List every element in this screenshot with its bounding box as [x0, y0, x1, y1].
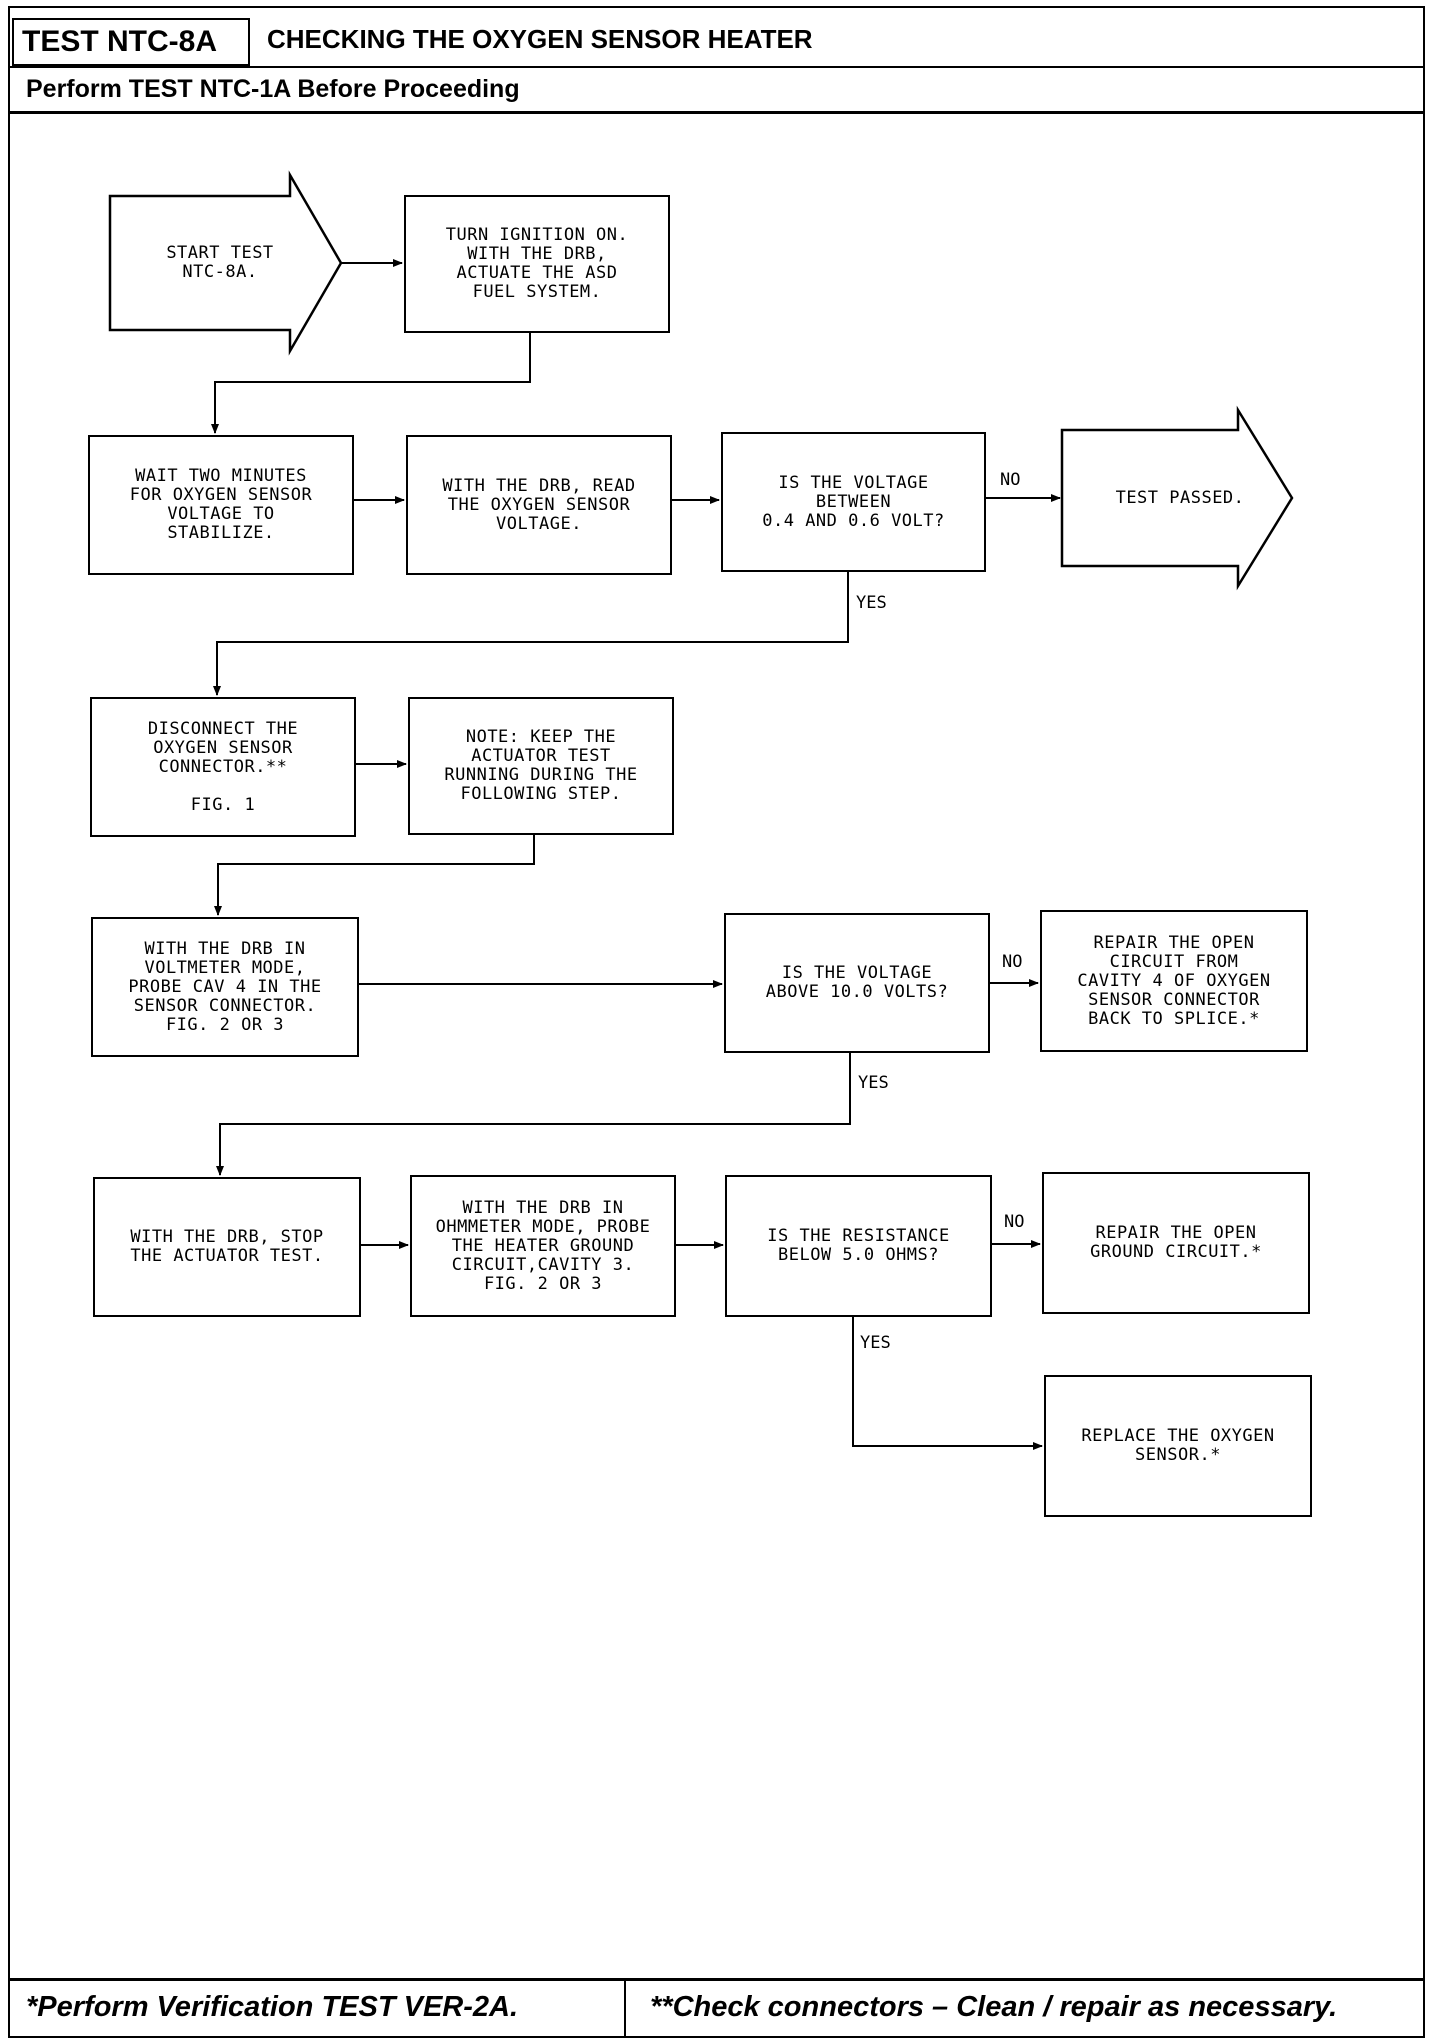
no-label-2: NO: [1002, 952, 1023, 972]
yes-label-2: YES: [858, 1073, 889, 1093]
stop-actuator-label: WITH THE DRB, STOP THE ACTUATOR TEST.: [130, 1227, 324, 1266]
disconnect-step-box: DISCONNECT THE OXYGEN SENSOR CONNECTOR.*…: [90, 697, 356, 837]
replace-sensor-label: REPLACE THE OXYGEN SENSOR.*: [1081, 1426, 1275, 1465]
passed-arrow-shape: [1060, 405, 1294, 591]
footnote-verification: *Perform Verification TEST VER-2A.: [26, 1991, 519, 2023]
repair-cavity4-box: REPAIR THE OPEN CIRCUIT FROM CAVITY 4 OF…: [1040, 910, 1308, 1052]
repair-cavity4-label: REPAIR THE OPEN CIRCUIT FROM CAVITY 4 OF…: [1077, 932, 1271, 1029]
start-test-node: START TEST NTC-8A.: [135, 230, 305, 296]
test-passed-node: TEST PASSED.: [1080, 478, 1280, 518]
wait-step-box: WAIT TWO MINUTES FOR OXYGEN SENSOR VOLTA…: [88, 435, 354, 575]
prerequisite-note: Perform TEST NTC-1A Before Proceeding: [10, 68, 1423, 114]
ohmmeter-step-box: WITH THE DRB IN OHMMETER MODE, PROBE THE…: [410, 1175, 676, 1317]
no-label-1: NO: [1000, 470, 1021, 490]
test-title: CHECKING THE OXYGEN SENSOR HEATER: [267, 24, 813, 54]
footer-divider: [624, 1981, 626, 2036]
footnote-connectors: **Check connectors – Clean / repair as n…: [650, 1991, 1338, 2023]
probe-cav4-label: WITH THE DRB IN VOLTMETER MODE, PROBE CA…: [128, 938, 322, 1035]
voltage-range-question-label: IS THE VOLTAGE BETWEEN 0.4 AND 0.6 VOLT?: [762, 472, 945, 531]
note-keep-label: NOTE: KEEP THE ACTUATOR TEST RUNNING DUR…: [444, 727, 638, 804]
ignition-step-box: TURN IGNITION ON. WITH THE DRB, ACTUATE …: [404, 195, 670, 333]
probe-cav4-box: WITH THE DRB IN VOLTMETER MODE, PROBE CA…: [91, 917, 359, 1057]
disconnect-step-label: DISCONNECT THE OXYGEN SENSOR CONNECTOR.*…: [147, 718, 299, 815]
test-passed-label: TEST PASSED.: [1115, 487, 1245, 508]
voltage-above-question-label: IS THE VOLTAGE ABOVE 10.0 VOLTS?: [765, 963, 949, 1002]
yes-label-1: YES: [856, 593, 887, 613]
no-label-3: NO: [1004, 1212, 1025, 1232]
repair-ground-label: REPAIR THE OPEN GROUND CIRCUIT.*: [1090, 1223, 1262, 1262]
yes-label-3: YES: [860, 1333, 891, 1353]
test-id: TEST NTC-8A: [12, 18, 250, 66]
ohmmeter-step-label: WITH THE DRB IN OHMMETER MODE, PROBE THE…: [435, 1197, 651, 1294]
resistance-question-box: IS THE RESISTANCE BELOW 5.0 OHMS?: [725, 1175, 992, 1317]
voltage-above-question-box: IS THE VOLTAGE ABOVE 10.0 VOLTS?: [724, 913, 990, 1053]
ignition-step-label: TURN IGNITION ON. WITH THE DRB, ACTUATE …: [445, 225, 629, 302]
start-test-label: START TEST NTC-8A.: [166, 243, 274, 282]
wait-step-label: WAIT TWO MINUTES FOR OXYGEN SENSOR VOLTA…: [129, 466, 313, 543]
page-frame: TEST NTC-8A CHECKING THE OXYGEN SENSOR H…: [8, 6, 1425, 2038]
note-keep-box: NOTE: KEEP THE ACTUATOR TEST RUNNING DUR…: [408, 697, 674, 835]
read-voltage-label: WITH THE DRB, READ THE OXYGEN SENSOR VOL…: [442, 475, 636, 534]
resistance-question-label: IS THE RESISTANCE BELOW 5.0 OHMS?: [767, 1226, 950, 1265]
header-bar: TEST NTC-8A CHECKING THE OXYGEN SENSOR H…: [10, 8, 1423, 68]
repair-ground-box: REPAIR THE OPEN GROUND CIRCUIT.*: [1042, 1172, 1310, 1314]
read-voltage-box: WITH THE DRB, READ THE OXYGEN SENSOR VOL…: [406, 435, 672, 575]
stop-actuator-box: WITH THE DRB, STOP THE ACTUATOR TEST.: [93, 1177, 361, 1317]
replace-sensor-box: REPLACE THE OXYGEN SENSOR.*: [1044, 1375, 1312, 1517]
start-arrow-shape: [108, 170, 343, 356]
footer: *Perform Verification TEST VER-2A. **Che…: [10, 1978, 1423, 2036]
voltage-range-question-box: IS THE VOLTAGE BETWEEN 0.4 AND 0.6 VOLT?: [721, 432, 986, 572]
